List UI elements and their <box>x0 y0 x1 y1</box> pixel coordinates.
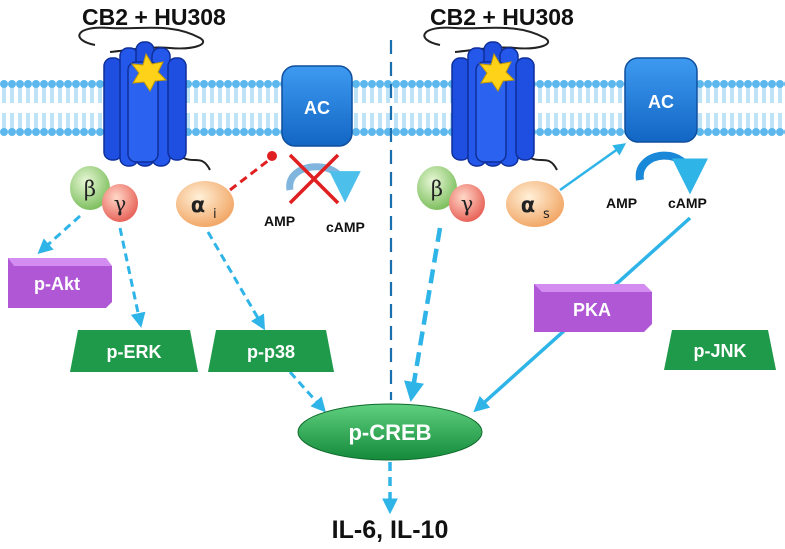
right-beta-subunit <box>417 166 457 210</box>
arrow-bg-to-akt <box>37 214 82 255</box>
box-pka: PKA <box>534 284 652 332</box>
cytokine-output: IL-6, IL-10 <box>332 516 449 544</box>
box-p-p38: p-p38 <box>208 330 334 372</box>
arrow-p38-to-creb <box>288 371 326 413</box>
box-p-akt: p-Akt <box>8 258 112 308</box>
box-p-erk: p-ERK <box>70 330 198 372</box>
right-amp-arrow <box>635 151 708 195</box>
left-amp-label: AMP <box>264 213 295 229</box>
right-ligand-icon <box>478 52 516 92</box>
right-beta-label: β <box>431 177 443 201</box>
left-gamma-subunit <box>102 184 138 222</box>
left-beta-subunit <box>70 166 110 210</box>
arrow-alpha-s-to-ac <box>559 143 627 192</box>
left-inhibit-cap <box>267 151 277 161</box>
p-creb-node <box>297 403 483 461</box>
left-block-cross-b <box>288 153 340 205</box>
left-amp-arrow <box>286 163 361 203</box>
box-p-jnk-label: p-JNK <box>694 341 747 361</box>
box-p-p38-label: p-p38 <box>247 342 295 362</box>
right-ac-enzyme <box>624 57 698 143</box>
arrow-bg-to-erk <box>118 227 146 328</box>
left-receptor-tail <box>78 26 205 53</box>
arrow-bg-to-creb <box>404 227 443 402</box>
left-camp-label: cAMP <box>326 219 365 235</box>
right-alpha-sub: s <box>543 207 550 222</box>
left-alpha-label: α <box>191 193 205 217</box>
right-camp-label: cAMP <box>668 195 707 211</box>
box-pka-label: PKA <box>573 300 611 320</box>
right-alpha-label: α <box>521 193 535 217</box>
right-gamma-subunit <box>449 184 485 222</box>
box-p-akt-label: p-Akt <box>34 274 80 294</box>
box-p-jnk: p-JNK <box>664 330 776 370</box>
left-gamma-label: γ <box>114 192 127 216</box>
left-ligand-icon <box>130 52 168 92</box>
left-beta-label: β <box>84 177 96 201</box>
right-alpha-subunit <box>506 181 564 227</box>
left-alpha-subunit <box>176 181 234 227</box>
right-title: CB2 + HU308 <box>430 4 574 30</box>
right-ac-label: AC <box>648 92 674 112</box>
right-gamma-label: γ <box>461 192 474 216</box>
left-ac-label: AC <box>304 98 330 118</box>
left-ac-enzyme <box>281 65 353 147</box>
arrow-alpha-to-p38 <box>206 231 266 331</box>
left-inhibit-line <box>229 158 270 192</box>
p-creb-label: p-CREB <box>348 420 431 445</box>
right-amp-label: AMP <box>606 195 637 211</box>
left-title: CB2 + HU308 <box>82 4 226 30</box>
box-p-erk-label: p-ERK <box>107 342 162 362</box>
left-alpha-sub: i <box>213 207 217 222</box>
